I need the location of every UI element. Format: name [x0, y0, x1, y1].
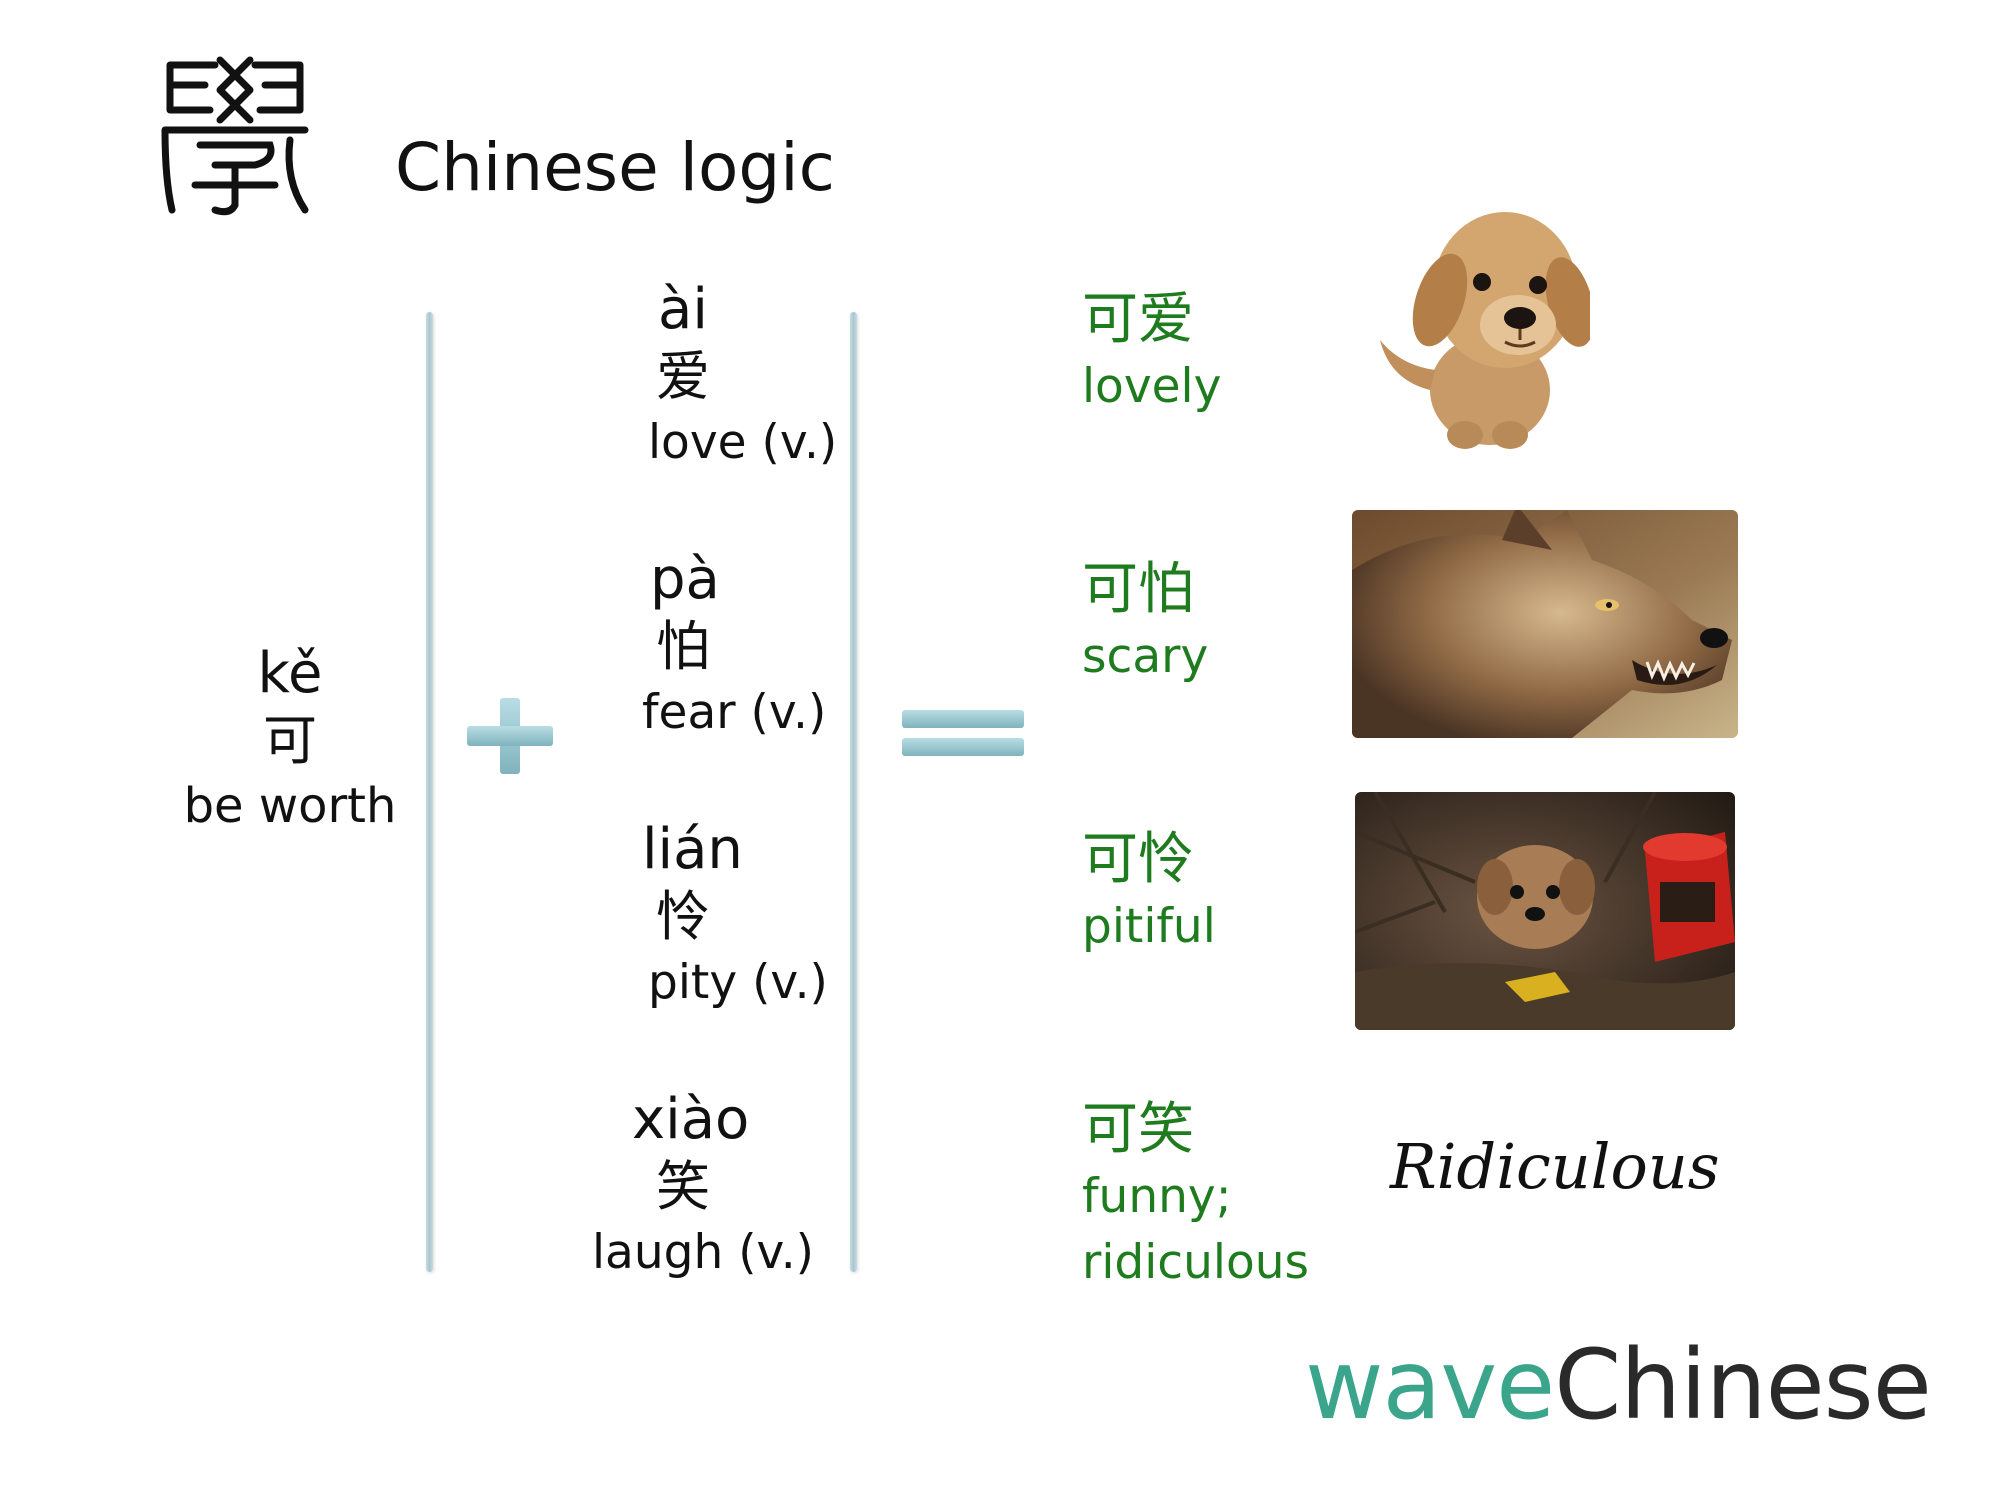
base-pinyin: kě: [257, 641, 323, 706]
result-meaning: funny;: [1082, 1169, 1232, 1224]
abandoned-puppy-photo: [1355, 792, 1735, 1030]
result-keai: 可爱 lovely: [1082, 286, 1221, 420]
result-hanzi: 可怜: [1082, 827, 1194, 892]
puppy-photo: [1370, 190, 1595, 455]
component-hanzi: 爱: [656, 345, 710, 408]
result-hanzi: 可笑: [1082, 1097, 1194, 1162]
component-pinyin: lián: [642, 817, 743, 882]
result-meaning: pitiful: [1082, 899, 1216, 954]
component-meaning: fear (v.): [642, 685, 827, 740]
component-meaning: love (v.): [648, 415, 838, 470]
result-kepa: 可怕 scary: [1082, 556, 1208, 690]
component-hanzi: 笑: [656, 1155, 710, 1218]
component-hanzi: 怕: [656, 615, 710, 678]
component-meaning: laugh (v.): [592, 1225, 814, 1280]
left-divider-line: [426, 312, 433, 1272]
ridiculous-word-art: Ridiculous: [1390, 1130, 1720, 1203]
component-pinyin: pà: [650, 547, 720, 612]
result-hanzi: 可怕: [1082, 557, 1194, 622]
equals-icon: [902, 708, 1024, 760]
component-pinyin: ài: [658, 277, 708, 342]
wavechinese-logo: waveChinese: [1305, 1329, 1932, 1441]
result-kexiao: 可笑 funny; ridiculous: [1082, 1096, 1309, 1296]
result-meaning: lovely: [1082, 359, 1222, 414]
component-lian: lián 怜 pity (v.): [610, 816, 870, 1016]
component-pinyin: xiào: [632, 1087, 750, 1152]
right-divider-line: [850, 312, 857, 1272]
base-character-block: kě 可 be worth: [160, 640, 420, 838]
component-pa: pà 怕 fear (v.): [610, 546, 870, 746]
plus-icon: [467, 698, 553, 774]
component-ai: ài 爱 love (v.): [610, 276, 870, 476]
result-hanzi: 可爱: [1082, 287, 1194, 352]
component-hanzi: 怜: [656, 885, 710, 948]
logo-part-wave: wave: [1305, 1329, 1555, 1441]
result-meaning: scary: [1082, 629, 1209, 684]
component-meaning: pity (v.): [648, 955, 828, 1010]
page-title: Chinese logic: [395, 129, 835, 206]
component-xiao: xiào 笑 laugh (v.): [580, 1086, 840, 1286]
result-kelian: 可怜 pitiful: [1082, 826, 1216, 960]
snarling-wolf-photo: [1352, 510, 1738, 738]
base-hanzi: 可: [263, 709, 317, 772]
seal-script-character-icon: [160, 50, 310, 220]
logo-part-chinese: Chinese: [1554, 1329, 1932, 1441]
result-meaning-2: ridiculous: [1082, 1235, 1309, 1290]
base-meaning: be worth: [183, 778, 397, 834]
